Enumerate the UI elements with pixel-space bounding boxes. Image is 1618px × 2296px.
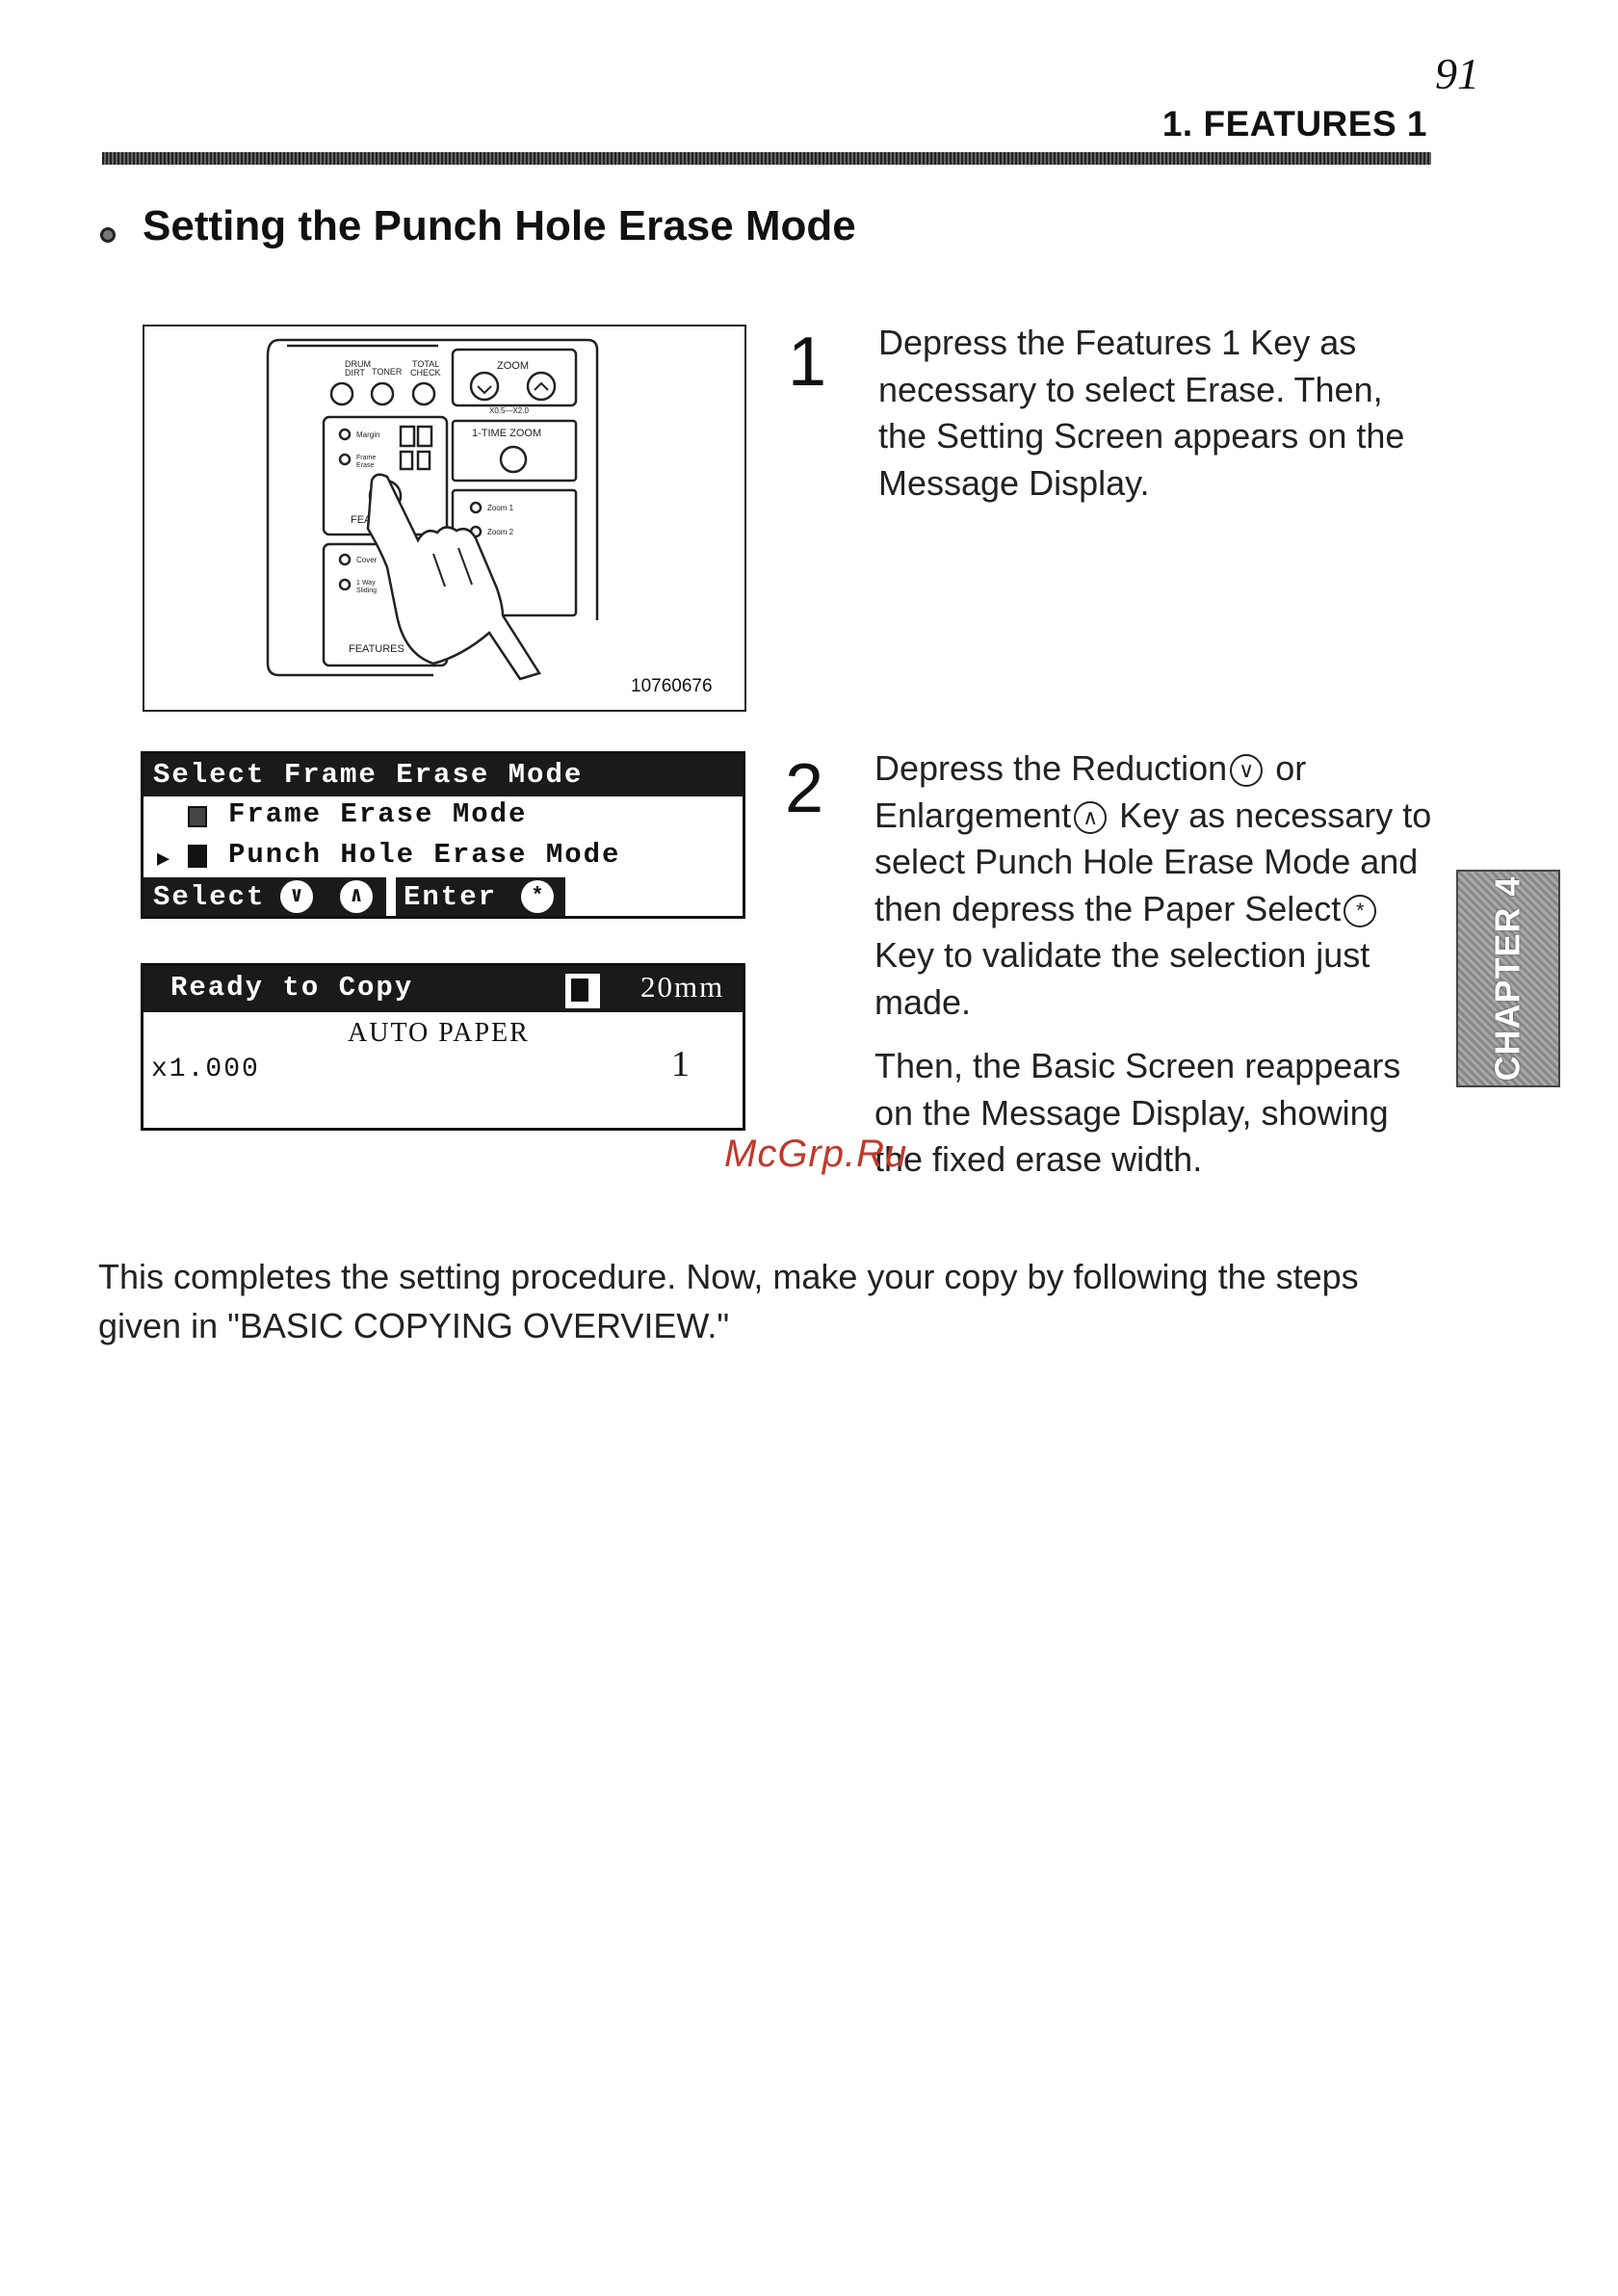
lcd-enter-label: Enter	[404, 881, 498, 913]
svg-text:X0.5—X2.0: X0.5—X2.0	[489, 406, 529, 415]
svg-text:Zoom 1: Zoom 1	[487, 504, 514, 512]
step-text-2: Depress the Reduction∨ or Enlargement∧ K…	[874, 745, 1433, 1026]
chapter-tab	[1456, 870, 1560, 1087]
watermark: McGrp.Ru	[724, 1133, 908, 1175]
svg-text:1-TIME ZOOM: 1-TIME ZOOM	[472, 428, 541, 439]
svg-text:Cover: Cover	[356, 556, 378, 564]
enlargement-key-icon: ∧	[1074, 800, 1108, 834]
page-number: 91	[1435, 49, 1479, 98]
step-number-1: 1	[788, 324, 827, 401]
lcd-select-screen: Select Frame Erase Mode Frame Erase Mode…	[141, 751, 745, 919]
closing-paragraph: This completes the setting procedure. No…	[98, 1257, 1359, 1345]
svg-text:DRUM: DRUM	[345, 359, 371, 369]
svg-text:ZOOM: ZOOM	[497, 360, 529, 372]
step-number-2: 2	[785, 750, 824, 827]
lcd-option-punch-hole: Punch Hole Erase Mode	[228, 839, 621, 871]
section-title: Setting the Punch Hole Erase Mode	[143, 202, 856, 249]
svg-text:FEATURES: FEATURES	[349, 643, 404, 655]
lcd-status-bar: Ready to Copy 20mm	[144, 966, 743, 1012]
figure-code: 10760676	[631, 676, 713, 696]
option-checkbox-icon	[188, 806, 207, 827]
lcd-erase-width: 20mm	[640, 970, 725, 1004]
svg-text:Zoom 2: Zoom 2	[487, 528, 514, 536]
step-2-followup: Then, the Basic Screen reappears on the …	[874, 1046, 1401, 1179]
paper-select-key-icon: *	[1344, 894, 1377, 927]
svg-text:TOTAL: TOTAL	[412, 359, 439, 369]
step2-text-c: Enlargement	[874, 795, 1072, 835]
step-text-1: Depress the Features 1 Key as necessary …	[878, 323, 1405, 503]
erase-width-icon	[565, 974, 600, 1008]
reduction-key-icon: ∨	[1230, 754, 1264, 788]
down-key-icon: ∨	[280, 880, 313, 913]
bullet-icon	[100, 227, 116, 243]
svg-text:Margin: Margin	[356, 430, 379, 439]
svg-text:Sliding: Sliding	[356, 587, 377, 594]
lcd-status: Ready to Copy	[170, 972, 414, 1004]
step2-text-e: Key to validate the selection just made.	[874, 935, 1370, 1022]
lcd-basic-screen: Ready to Copy 20mm AUTO PAPER x1.000 1	[141, 963, 745, 1131]
lcd-title: Select Frame Erase Mode	[153, 759, 584, 791]
control-panel-figure: DRUM DIRT TONER TOTAL CHECK ZOOM X0.5—X2…	[143, 325, 746, 712]
lcd-option-frame: Frame Erase Mode	[228, 798, 528, 830]
lcd-zoom: x1.000	[151, 1055, 260, 1084]
svg-text:CHECK: CHECK	[410, 368, 441, 378]
up-key-icon: ∧	[340, 880, 373, 913]
chapter-tab-label: CHAPTER 4	[1488, 875, 1527, 1082]
lcd-paper: AUTO PAPER	[348, 1018, 530, 1048]
lcd-copy-count: 1	[671, 1044, 692, 1084]
cursor-arrow-icon: ▶	[157, 848, 170, 872]
chapter-tab-label-wrap: CHAPTER 4	[1456, 870, 1560, 1087]
svg-text:Erase: Erase	[356, 462, 374, 469]
svg-text:1 Way: 1 Way	[356, 580, 376, 587]
step2-text-b: or	[1266, 748, 1307, 788]
control-panel-illustration: DRUM DIRT TONER TOTAL CHECK ZOOM X0.5—X2…	[266, 338, 599, 681]
step2-text-d: Key as necessary to select Punch Hole Er…	[874, 795, 1432, 928]
chapter-section-title: 1. FEATURES 1	[1161, 104, 1427, 144]
enter-key-icon: *	[521, 880, 554, 913]
lcd-select-label: Select	[153, 881, 266, 913]
step2-text-a: Depress the Reduction	[874, 748, 1228, 788]
option-checkbox-filled-icon	[188, 845, 207, 868]
svg-text:TONER: TONER	[372, 367, 403, 377]
header-rule	[102, 152, 1431, 165]
lcd-select-bar: Select ∨ ∧	[144, 877, 386, 916]
lcd-enter-bar: Enter *	[396, 877, 565, 916]
svg-text:Frame: Frame	[356, 455, 376, 461]
lcd-title-bar: Select Frame Erase Mode	[144, 754, 743, 796]
svg-text:DIRT: DIRT	[345, 368, 365, 378]
